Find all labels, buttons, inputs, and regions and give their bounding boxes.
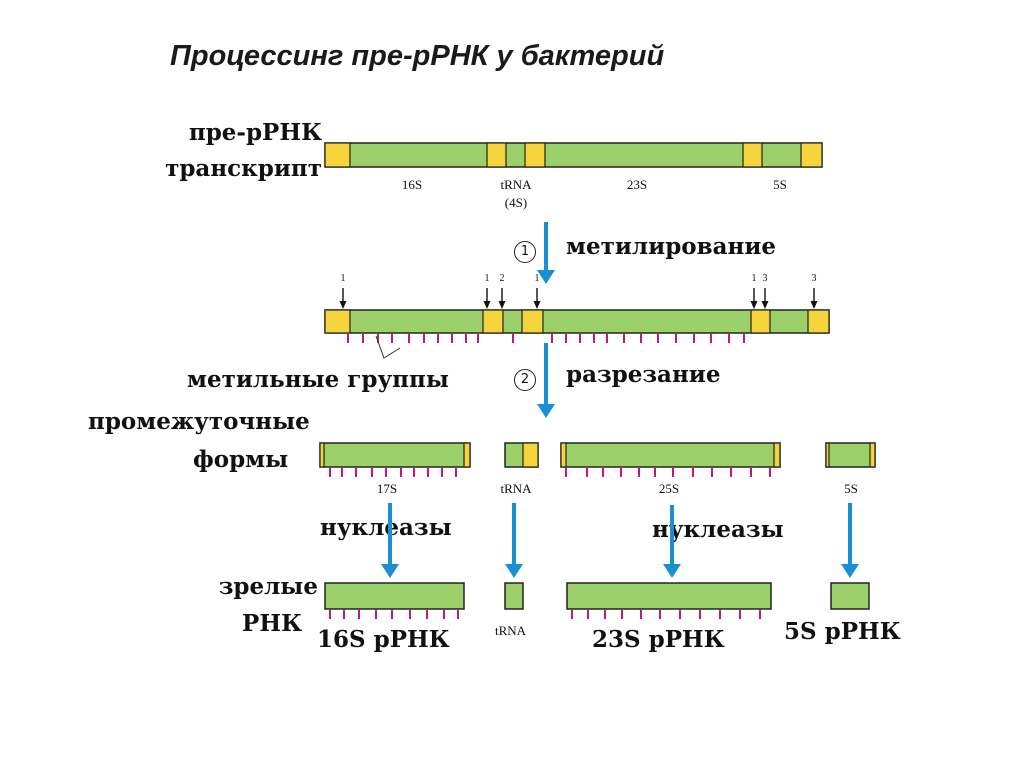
- spacer-segment: [463, 442, 471, 468]
- intermediate-label-line1: промежуточные: [88, 408, 310, 435]
- step-2-number: 2: [514, 369, 536, 391]
- nuclease-arrow-5s-head: [841, 564, 859, 578]
- segment-label-16s: 16S: [401, 177, 423, 192]
- spacer-segment: [773, 442, 781, 468]
- intermediate-25s-bar: [560, 442, 781, 468]
- cut-site-arrow-head: [533, 301, 541, 309]
- mature-label-16s: 16S рРНК: [317, 626, 450, 653]
- cut-site-arrow-head: [498, 301, 506, 309]
- cut-site-label: 3: [811, 273, 817, 284]
- nuclease-arrow-trna-head: [505, 564, 523, 578]
- spacer-segment: [742, 142, 763, 168]
- spacer-segment: [869, 442, 876, 468]
- intermediate-label-trna: tRNA: [500, 481, 532, 496]
- cut-site-label: 1: [534, 273, 540, 284]
- cut-site-label: 1: [340, 273, 346, 284]
- cut-site-label: 2: [499, 273, 505, 284]
- spacer-segment: [521, 309, 544, 334]
- step-1-label: метилирование: [566, 233, 777, 260]
- spacer-segment: [486, 142, 507, 168]
- spacer-segment: [750, 309, 771, 334]
- mature-trna-bar: [504, 582, 524, 610]
- intermediate-17s-bar: [319, 442, 471, 468]
- transcript-label-line2: транскрипт: [165, 155, 322, 182]
- intermediate-label-line2: формы: [193, 446, 289, 473]
- mature-23s-bar: [566, 582, 772, 610]
- cut-site-arrow-head: [339, 301, 347, 309]
- mature-label-line2: РНК: [242, 610, 302, 637]
- nuclease-arrow-23s-head: [663, 564, 681, 578]
- spacer-segment: [800, 142, 823, 168]
- spacer-segment: [482, 309, 504, 334]
- nucleases-label-right: нуклеазы: [652, 516, 784, 543]
- mature-label-5s: 5S рРНК: [784, 618, 901, 645]
- segment-label-23s: 23S: [626, 177, 648, 192]
- nucleases-label-left: нуклеазы: [320, 514, 452, 541]
- spacer-segment: [524, 142, 546, 168]
- transcript-label-line1: пре-рРНК: [188, 119, 322, 146]
- page-title: Процессинг пре-рРНК у бактерий: [170, 40, 665, 72]
- nuclease-arrow-16s-head: [381, 564, 399, 578]
- cut-site-label: 1: [751, 273, 757, 284]
- cut-site-arrow-head: [810, 301, 818, 309]
- step-1-number: 1: [514, 241, 536, 263]
- methylation-arrow-head: [537, 270, 555, 284]
- spacer-segment: [324, 142, 351, 168]
- methyl-groups-label: метильные группы: [187, 366, 449, 393]
- cut-site-label: 1: [484, 273, 490, 284]
- mature-label-line1: зрелые: [218, 573, 318, 600]
- cut-site-arrow-head: [750, 301, 758, 309]
- spacer-segment: [319, 442, 325, 468]
- segment-label-5s: 5S: [773, 177, 787, 192]
- segment-label-4s: (4S): [504, 195, 528, 210]
- cut-site-label: 3: [762, 273, 768, 284]
- mature-label-23s: 23S рРНК: [592, 626, 725, 653]
- methyl-pointer-line: [375, 335, 401, 359]
- segment-label-trna: tRNA: [500, 177, 532, 192]
- mature-5s-bar: [830, 582, 870, 610]
- intermediate-label-5s: 5S: [844, 481, 858, 496]
- step-2-label: разрезание: [566, 361, 721, 388]
- spacer-segment: [522, 442, 539, 468]
- mature-16s-bar: [324, 582, 465, 610]
- cut-site-arrow-head: [483, 301, 491, 309]
- spacer-segment: [807, 309, 830, 334]
- spacer-segment: [324, 309, 351, 334]
- cleavage-arrow-head: [537, 404, 555, 418]
- spacer-segment: [560, 442, 567, 468]
- intermediate-label-25s: 25S: [658, 481, 680, 496]
- cut-site-arrow-head: [761, 301, 769, 309]
- intermediate-label-17s: 17S: [376, 481, 398, 496]
- mature-label-trna: tRNA: [495, 623, 527, 638]
- intermediate-5s-bar: [825, 442, 876, 468]
- spacer-segment: [825, 442, 830, 468]
